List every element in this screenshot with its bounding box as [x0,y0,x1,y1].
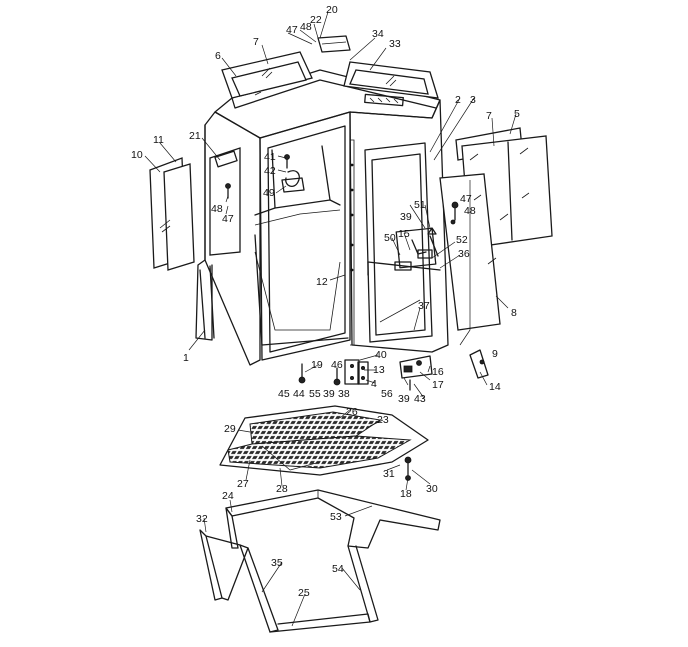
label-48-roof: 48 [300,21,312,33]
label-20: 20 [326,4,338,16]
label-14: 14 [489,381,501,393]
label-51: 51 [414,199,426,211]
roof-bracket [317,35,351,53]
door-hardware [298,201,489,391]
label-1: 1 [183,352,189,364]
label-37: 37 [418,300,430,312]
label-26: 26 [346,406,358,418]
side-glass-left [149,157,195,271]
label-4: 4 [371,378,377,390]
label-47-roof: 47 [286,24,298,36]
label-5: 5 [514,108,520,120]
label-42: 42 [264,165,276,177]
label-38: 38 [338,388,350,400]
cab-body [195,99,449,366]
label-46: 46 [331,359,343,371]
label-18: 18 [400,488,412,500]
label-23: 23 [377,414,389,426]
label-12: 12 [316,276,328,288]
label-31: 31 [383,468,395,480]
label-29: 29 [224,423,236,435]
label-47-left: 47 [222,213,234,225]
label-11: 11 [153,134,164,146]
label-44: 44 [293,388,305,400]
label-9: 9 [492,348,498,360]
label-43: 43 [414,393,426,405]
label-48-right: 48 [464,205,476,217]
label-30: 30 [426,483,438,495]
label-3: 3 [470,94,476,106]
roof-glass-left [221,51,313,99]
callout-labels: 1 2 3 4 5 6 7 7 8 9 10 11 12 13 14 15 16… [131,4,520,599]
label-41: 41 [264,151,276,163]
label-49: 49 [263,187,275,199]
label-53: 53 [330,511,342,523]
label-10: 10 [131,149,143,161]
lower-frame [199,489,441,633]
label-8: 8 [511,307,517,319]
label-16: 16 [432,366,444,378]
label-2: 2 [455,94,461,106]
label-55: 55 [309,388,321,400]
label-15: 15 [398,228,410,240]
label-25: 25 [298,587,310,599]
label-52: 52 [456,234,468,246]
label-27: 27 [237,478,249,490]
label-35: 35 [271,557,283,569]
label-21: 21 [189,130,201,142]
label-50: 50 [384,232,396,244]
roof-glass-right [343,61,439,99]
label-47-right: 47 [460,193,472,205]
label-34: 34 [372,28,384,40]
label-36: 36 [458,248,470,260]
label-24: 24 [222,490,234,502]
label-6: 6 [215,50,221,62]
label-33: 33 [389,38,401,50]
label-39-hinge: 39 [323,388,335,400]
label-39-door: 39 [400,211,412,223]
label-22: 22 [310,14,322,26]
label-45: 45 [278,388,290,400]
label-28: 28 [276,483,288,495]
label-17: 17 [432,379,444,391]
label-54: 54 [332,563,344,575]
label-39-stop: 39 [398,393,410,405]
floor-mat [219,405,429,481]
label-13: 13 [373,364,385,376]
label-40: 40 [375,349,387,361]
label-56: 56 [381,388,393,400]
label-19: 19 [311,359,323,371]
label-7-side: 7 [486,110,492,122]
leader-lines [144,11,517,627]
side-glass-right [439,127,553,331]
label-48-left: 48 [211,203,223,215]
label-32: 32 [196,513,208,525]
label-7-roof: 7 [253,36,259,48]
